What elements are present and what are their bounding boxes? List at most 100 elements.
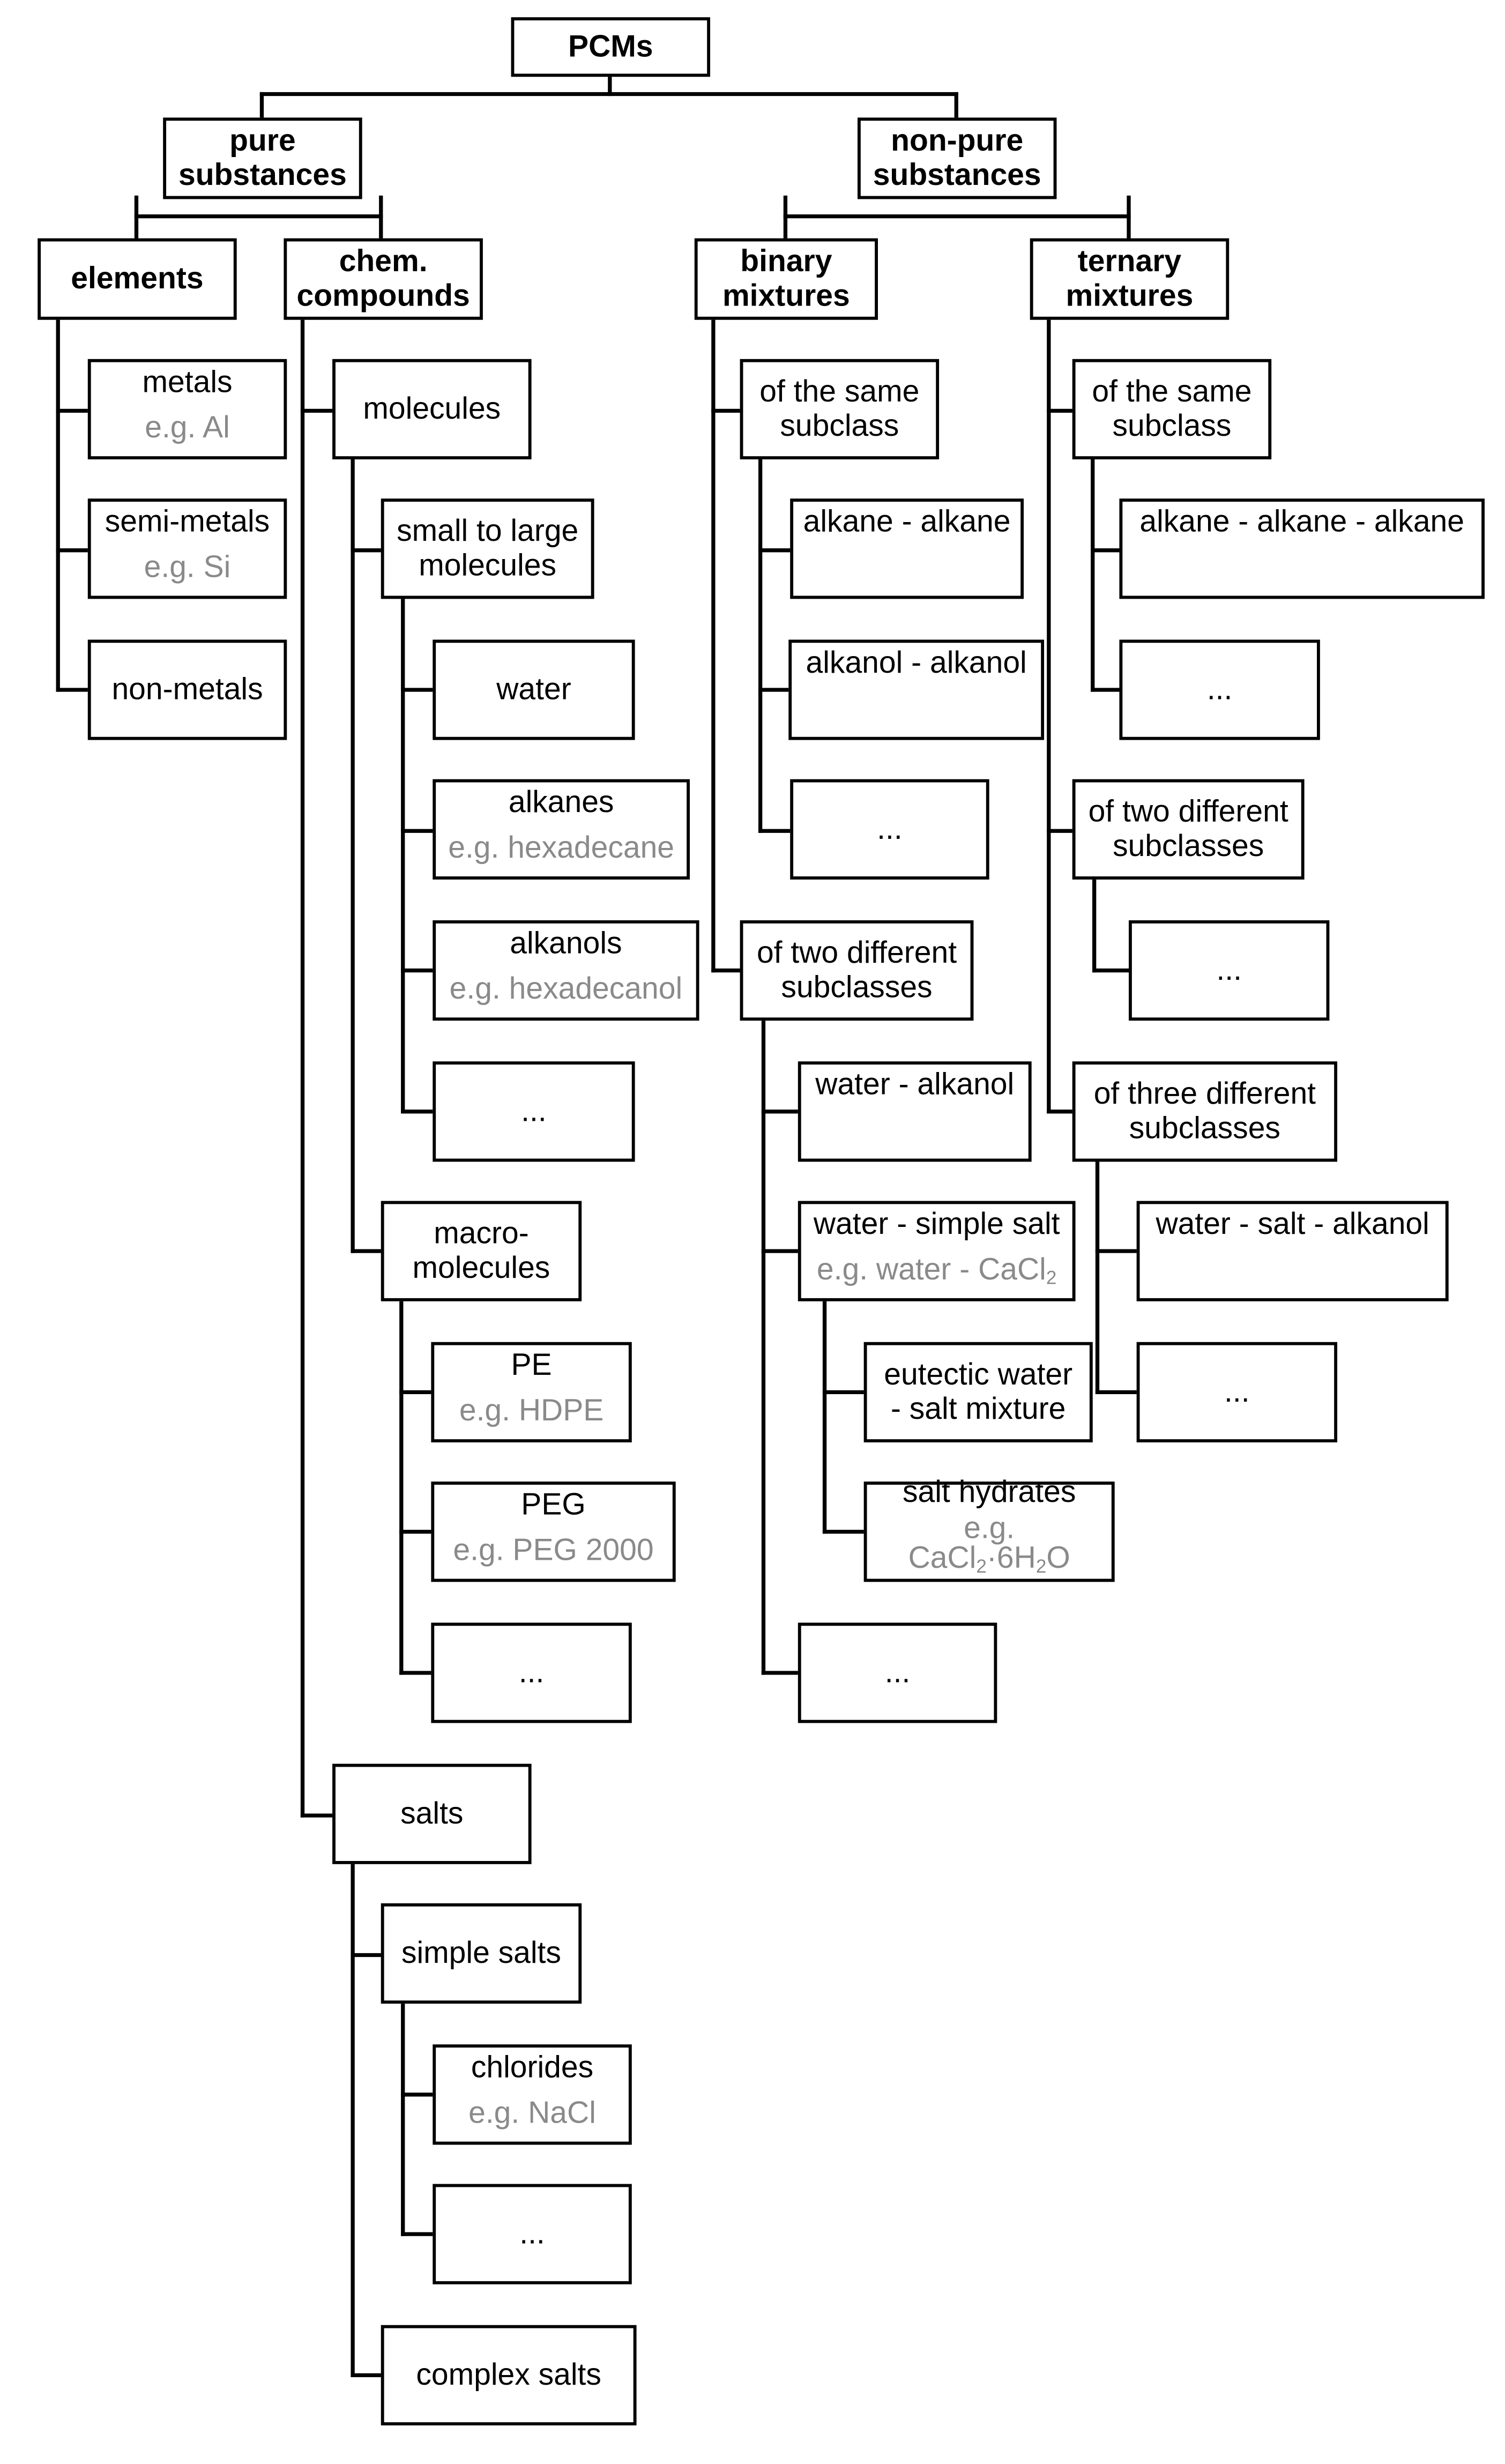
pe-label: PE — [511, 1348, 552, 1383]
ternary-mixtures-label-line2: mixtures — [1066, 279, 1194, 314]
salt-hydrates-label: salt hydrates — [902, 1475, 1076, 1510]
hydrate-formula-part-e: O — [1046, 1541, 1070, 1576]
ternary-same-subclass-label-line1: of the same — [1092, 375, 1252, 410]
peg-label: PEG — [521, 1487, 586, 1523]
molecules-node: molecules — [332, 359, 532, 460]
semi-metals-label: semi-metals — [105, 504, 270, 540]
simple-salts-more-label: ... — [519, 2216, 545, 2252]
small-molecules-label-line2: molecules — [419, 548, 557, 584]
ternary-two-subclasses-label-line2: subclasses — [1113, 829, 1264, 864]
binary-two-subclasses-node: of two different subclasses — [740, 920, 974, 1021]
ternary-same-subclass-node: of the same subclass — [1072, 359, 1272, 460]
complex-salts-label: complex salts — [416, 2358, 601, 2393]
ternary-three-more-label: ... — [1224, 1375, 1250, 1410]
pcms-root-label: PCMs — [568, 29, 653, 64]
alkanols-label: alkanols — [510, 926, 622, 962]
alkanol-alkanol-label: alkanol - alkanol — [806, 646, 1027, 681]
water-alkanol-node: water - alkanol — [798, 1061, 1032, 1162]
metals-example: e.g. Al — [145, 411, 230, 445]
peg-node: PEG e.g. PEG 2000 — [431, 1482, 676, 1582]
hydrate-formula-part-c: ·6H — [986, 1541, 1036, 1576]
alkanes-example: e.g. hexadecane — [448, 831, 675, 866]
alkanes-node: alkanes e.g. hexadecane — [433, 779, 690, 880]
eutectic-mixture-node: eutectic water - salt mixture — [863, 1342, 1093, 1442]
ternary-three-subclasses-label-line1: of three different — [1093, 1077, 1316, 1112]
ternary-same-more-node: ... — [1119, 639, 1320, 740]
pure-substances-label-line2: substances — [178, 158, 347, 193]
alkane-alkane-node: alkane - alkane — [790, 498, 1024, 599]
salts-label: salts — [400, 1797, 464, 1832]
pe-example: e.g. HDPE — [459, 1394, 604, 1428]
water-simple-salt-node: water - simple salt e.g. water - CaCl2 — [798, 1201, 1076, 1301]
chlorides-label: chlorides — [471, 2050, 594, 2086]
alkane-alkane-alkane-label: alkane - alkane - alkane — [1139, 504, 1464, 540]
alkane-alkane-label: alkane - alkane — [803, 504, 1011, 540]
water-salt-alkanol-node: water - salt - alkanol — [1136, 1201, 1449, 1301]
elements-node: elements — [38, 238, 237, 320]
eutectic-label-line1: eutectic water — [884, 1358, 1073, 1393]
alkanes-label: alkanes — [508, 785, 614, 820]
molecules-label: molecules — [363, 392, 501, 427]
water-simple-salt-example: e.g. water - CaCl2 — [817, 1253, 1057, 1287]
ternary-mixtures-label-line1: ternary — [1077, 244, 1182, 279]
alkanol-alkanol-node: alkanol - alkanol — [788, 639, 1045, 740]
simple-salts-node: simple salts — [381, 1903, 582, 2004]
semi-metals-example: e.g. Si — [144, 550, 231, 585]
non-metals-node: non-metals — [87, 639, 287, 740]
water-salt-alkanol-label: water - salt - alkanol — [1156, 1207, 1429, 1242]
eutectic-label-line2: - salt mixture — [890, 1392, 1066, 1427]
ternary-three-subclasses-node: of three different subclasses — [1072, 1061, 1338, 1162]
binary-mixtures-label-line1: binary — [740, 244, 832, 279]
water-label: water — [496, 672, 571, 708]
ternary-same-more-label: ... — [1206, 672, 1233, 708]
water-node: water — [433, 639, 635, 740]
salt-hydrates-example-line1: e.g. — [964, 1511, 1015, 1546]
non-pure-substances-node: non-pure substances — [857, 117, 1057, 199]
binary-two-more-label: ... — [884, 1655, 911, 1691]
macro-molecules-label-line2: molecules — [412, 1251, 550, 1286]
salt-hydrates-example-line2: CaCl2·6H2O — [908, 1541, 1070, 1577]
pe-node: PE e.g. HDPE — [431, 1342, 632, 1442]
chem-compounds-label-line1: chem. — [339, 244, 428, 279]
ternary-mixtures-node: ternary mixtures — [1030, 238, 1230, 320]
small-to-large-molecules-node: small to large molecules — [381, 498, 594, 599]
ternary-two-more-node: ... — [1129, 920, 1330, 1021]
binary-two-subclasses-label-line1: of two different — [756, 936, 957, 971]
macro-molecules-node: macro- molecules — [381, 1201, 582, 1301]
water-salt-example-subscript: 2 — [1046, 1267, 1057, 1289]
water-simple-salt-label: water - simple salt — [813, 1207, 1060, 1242]
pcms-root-node: PCMs — [511, 17, 711, 77]
hydrate-formula-sub-b: 2 — [976, 1555, 987, 1577]
binary-same-subclass-label-line2: subclass — [780, 409, 899, 444]
small-molecules-label-line1: small to large — [397, 514, 579, 549]
pure-substances-label-line1: pure — [229, 124, 296, 159]
binary-same-subclass-node: of the same subclass — [740, 359, 940, 460]
chem-compounds-label-line2: compounds — [296, 279, 470, 314]
metals-node: metals e.g. Al — [87, 359, 287, 460]
non-metals-label: non-metals — [111, 672, 263, 708]
complex-salts-node: complex salts — [381, 2325, 637, 2425]
binary-mixtures-label-line2: mixtures — [722, 279, 850, 314]
ternary-two-more-label: ... — [1216, 953, 1242, 988]
ternary-two-subclasses-node: of two different subclasses — [1072, 779, 1305, 880]
non-pure-substances-label-line1: non-pure — [891, 124, 1024, 159]
binary-same-more-label: ... — [877, 812, 903, 847]
simple-salts-label: simple salts — [401, 1936, 561, 1971]
ternary-three-more-node: ... — [1136, 1342, 1338, 1442]
alkanols-node: alkanols e.g. hexadecanol — [433, 920, 699, 1021]
salt-hydrates-node: salt hydrates e.g. CaCl2·6H2O — [863, 1475, 1115, 1582]
chlorides-node: chlorides e.g. NaCl — [433, 2044, 632, 2145]
binary-same-more-node: ... — [790, 779, 989, 880]
binary-mixtures-node: binary mixtures — [694, 238, 878, 320]
pure-substances-node: pure substances — [163, 117, 362, 199]
macro-molecules-more-node: ... — [431, 1622, 632, 1723]
elements-label: elements — [71, 262, 204, 296]
binary-same-subclass-label-line1: of the same — [759, 375, 920, 410]
chem-compounds-node: chem. compounds — [284, 238, 483, 320]
small-molecules-more-label: ... — [521, 1094, 547, 1129]
small-molecules-more-node: ... — [433, 1061, 635, 1162]
hydrate-formula-sub-d: 2 — [1035, 1555, 1047, 1577]
macro-molecules-more-label: ... — [518, 1655, 545, 1691]
